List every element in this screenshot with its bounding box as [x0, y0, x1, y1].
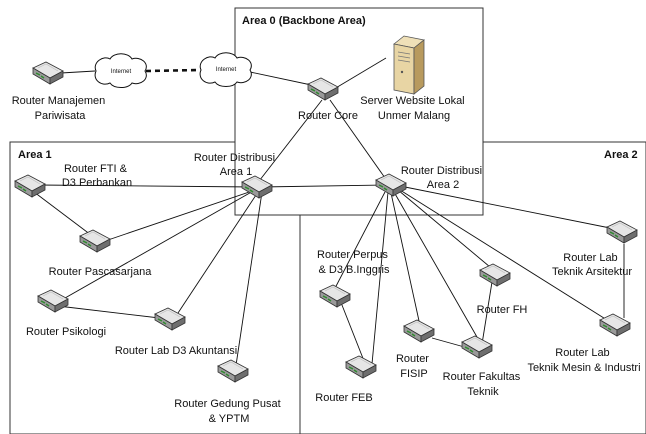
internet-cloud-right: Internet	[199, 52, 252, 87]
label-server: Server Website Lokal Unmer Malang	[360, 95, 467, 122]
router-gedung-pusat-icon	[217, 359, 249, 383]
label-router-lab-mesin: Router Lab Teknik Mesin & Industri	[527, 347, 640, 374]
label-router-distribusi-area2: Router Distribusi Area 2	[401, 165, 485, 191]
label-router-manajemen: Router Manajemen Pariwisata	[12, 95, 109, 122]
label-router-lab-d3-akuntansi: Router Lab D3 Akuntansi	[115, 345, 237, 357]
internet-label-right: Internet	[216, 67, 237, 73]
connection-lines	[33, 57, 625, 373]
router-lab-mesin-icon	[599, 313, 631, 337]
router-fisip-icon	[403, 319, 435, 343]
area-1-title: Area 1	[18, 149, 52, 161]
label-router-psikologi: Router Psikologi	[26, 326, 106, 338]
area-0-title: Area 0 (Backbone Area)	[242, 15, 366, 27]
label-router-fisip: Router FISIP	[396, 353, 432, 380]
server-icon	[393, 35, 425, 95]
label-router-lab-arsitektur: Router Lab Teknik Arsitektur	[552, 252, 632, 278]
internet-label-left: Internet	[111, 69, 132, 75]
label-router-fh: Router FH	[477, 304, 528, 316]
router-fh-icon	[479, 263, 511, 287]
area-0-box	[234, 7, 484, 216]
router-lab-d3-akuntansi-icon	[154, 307, 186, 331]
label-router-pascasarjana: Router Pascasarjana	[49, 266, 153, 278]
label-router-distribusi-area1: Router Distribusi Area 1	[194, 152, 278, 178]
router-fti-icon	[14, 174, 46, 198]
internet-cloud-left: Internet	[94, 53, 147, 88]
router-manajemen-icon	[32, 61, 64, 85]
label-router-feb: Router FEB	[315, 392, 372, 404]
router-perpus-icon	[319, 284, 351, 308]
label-router-gedung-pusat: Router Gedung Pusat & YPTM	[174, 398, 283, 425]
router-lab-arsitektur-icon	[606, 220, 638, 244]
label-router-perpus: Router Perpus & D3 B.Inggris	[317, 249, 391, 276]
router-feb-icon	[345, 355, 377, 379]
area-2-title: Area 2	[604, 149, 638, 161]
router-pascasarjana-icon	[79, 229, 111, 253]
label-router-core: Router Core	[298, 110, 358, 122]
label-router-fakultas-teknik: Router Fakultas Teknik	[443, 371, 524, 398]
label-router-fti: Router FTI & D3 Perbankan	[62, 163, 132, 189]
router-fakultas-teknik-icon	[461, 335, 493, 359]
router-psikologi-icon	[37, 289, 69, 313]
